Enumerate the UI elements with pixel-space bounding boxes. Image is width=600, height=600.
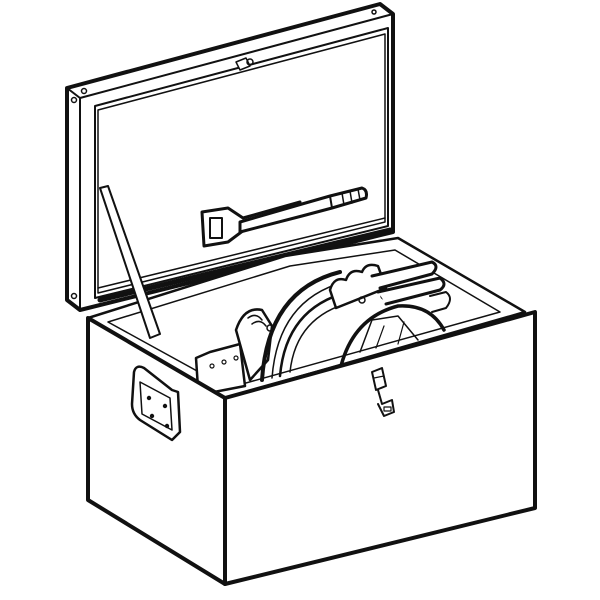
case-body [86, 185, 537, 586]
front-latch [371, 367, 395, 417]
side-handle [130, 365, 182, 442]
scraper-tool [200, 186, 368, 248]
lid [65, 2, 395, 312]
welding-machine [194, 260, 451, 394]
lid-stay [99, 185, 161, 339]
